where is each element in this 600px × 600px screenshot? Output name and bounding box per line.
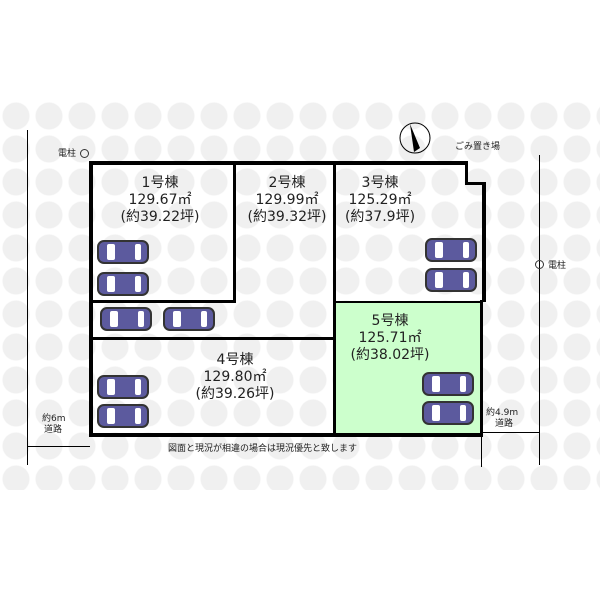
- divider-1-2: [233, 161, 236, 303]
- car-icon: [97, 375, 149, 399]
- lot-name: 5号棟: [371, 313, 409, 329]
- road-right-label: 道路: [495, 419, 514, 429]
- car-icon: [97, 272, 149, 296]
- car-icon: [163, 307, 215, 331]
- lot-tsubo: (約39.32坪): [247, 209, 327, 225]
- pole-right-label: 電柱: [548, 261, 567, 271]
- boundary-left: [89, 161, 93, 437]
- north-compass-icon: [399, 122, 431, 154]
- lot-tsubo: (約39.26坪): [195, 386, 275, 402]
- divider-1-bottom: [89, 300, 236, 303]
- car-icon: [100, 307, 152, 331]
- car-icon: [97, 404, 149, 428]
- boundary-bottom: [89, 433, 483, 437]
- lot-name: 2号棟: [268, 175, 306, 191]
- boundary-top: [90, 161, 468, 165]
- lot-area: 125.29㎡: [348, 192, 412, 208]
- pole-left-label: 電柱: [58, 149, 77, 159]
- lot-tsubo: (約39.22坪): [120, 209, 200, 225]
- road-left-dimension: [28, 446, 90, 447]
- car-icon: [425, 268, 477, 292]
- lot-tsubo: (約38.02坪): [350, 347, 430, 363]
- utility-pole-icon: [80, 149, 89, 158]
- boundary-notch-h: [465, 182, 486, 185]
- road-left-label: 道路: [44, 425, 63, 435]
- car-icon: [425, 238, 477, 262]
- car-icon: [422, 401, 474, 425]
- lot-area: 129.67㎡: [128, 192, 192, 208]
- boundary-right-lower: [480, 300, 483, 437]
- lot-name: 3号棟: [361, 175, 399, 191]
- road-left-line: [27, 130, 28, 465]
- lot-area: 129.80㎡: [203, 369, 267, 385]
- lot-area: 125.71㎡: [358, 330, 422, 346]
- dimension-tick: [481, 432, 482, 467]
- road-left-width: 約6m: [42, 414, 66, 424]
- lot-tsubo: (約37.9坪): [344, 209, 416, 225]
- boundary-notch-v: [465, 161, 468, 185]
- lot-name: 1号棟: [141, 175, 179, 191]
- road-right-width: 約4.9m: [486, 408, 519, 418]
- lot-area: 129.99㎡: [255, 192, 319, 208]
- divider-3-5: [333, 301, 483, 303]
- divider-4-top: [89, 337, 336, 340]
- car-icon: [422, 372, 474, 396]
- lot-name: 4号棟: [216, 352, 254, 368]
- road-right-line: [539, 155, 540, 465]
- garbage-area-label: ごみ置き場: [455, 142, 501, 152]
- divider-2-3: [333, 161, 336, 437]
- utility-pole-icon: [535, 260, 544, 269]
- road-right-dimension: [481, 432, 539, 433]
- note-text: 図面と現況が相違の場合は現況優先と致します: [168, 444, 358, 454]
- boundary-right: [482, 182, 486, 302]
- car-icon: [97, 240, 149, 264]
